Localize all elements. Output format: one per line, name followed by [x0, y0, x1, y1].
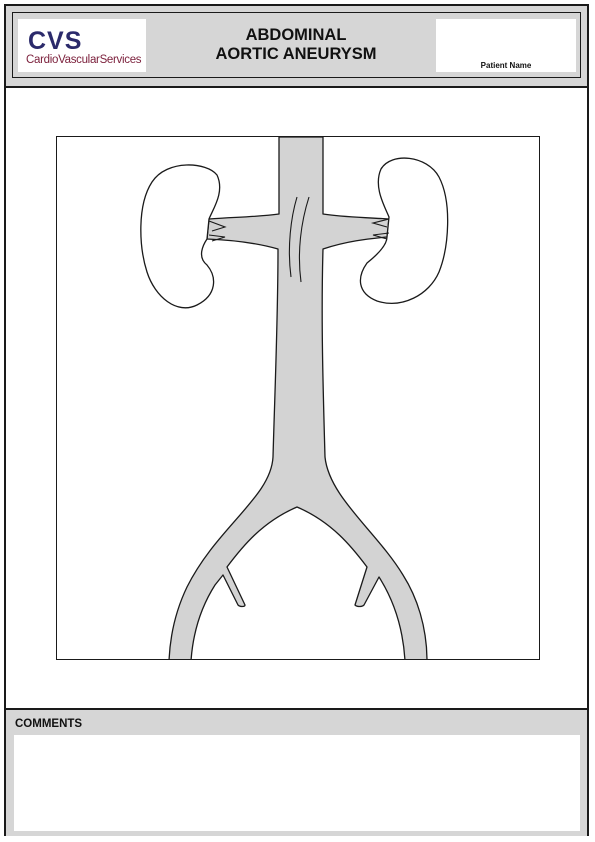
comments-label: COMMENTS	[15, 718, 83, 730]
title-line-1: ABDOMINAL	[245, 26, 347, 44]
right-kidney	[359, 157, 449, 304]
patient-name-field[interactable]: Patient Name	[436, 19, 576, 72]
header: CVS CardioVascularServices ABDOMINAL AOR…	[6, 6, 587, 88]
logo-subtitle: CardioVascularServices	[26, 54, 142, 66]
comments-section: COMMENTS	[6, 708, 587, 836]
title-line-2: AORTIC ANEURYSM	[215, 45, 377, 63]
diagram-panel	[56, 136, 540, 660]
right-renal-hilum	[370, 218, 390, 240]
patient-name-label: Patient Name	[480, 61, 532, 70]
page-title: ABDOMINAL AORTIC ANEURYSM	[176, 26, 416, 64]
left-kidney	[140, 164, 221, 309]
left-renal-hilum	[208, 220, 227, 242]
aorta-vessel	[168, 137, 428, 659]
aorta-diagram	[140, 137, 449, 659]
aorta-marking	[288, 196, 310, 283]
logo: CVS CardioVascularServices	[18, 19, 146, 72]
comments-field[interactable]	[14, 735, 580, 831]
header-border	[12, 12, 581, 78]
logo-mark: CVS	[28, 27, 83, 55]
page-frame: CVS CardioVascularServices ABDOMINAL AOR…	[4, 4, 589, 836]
